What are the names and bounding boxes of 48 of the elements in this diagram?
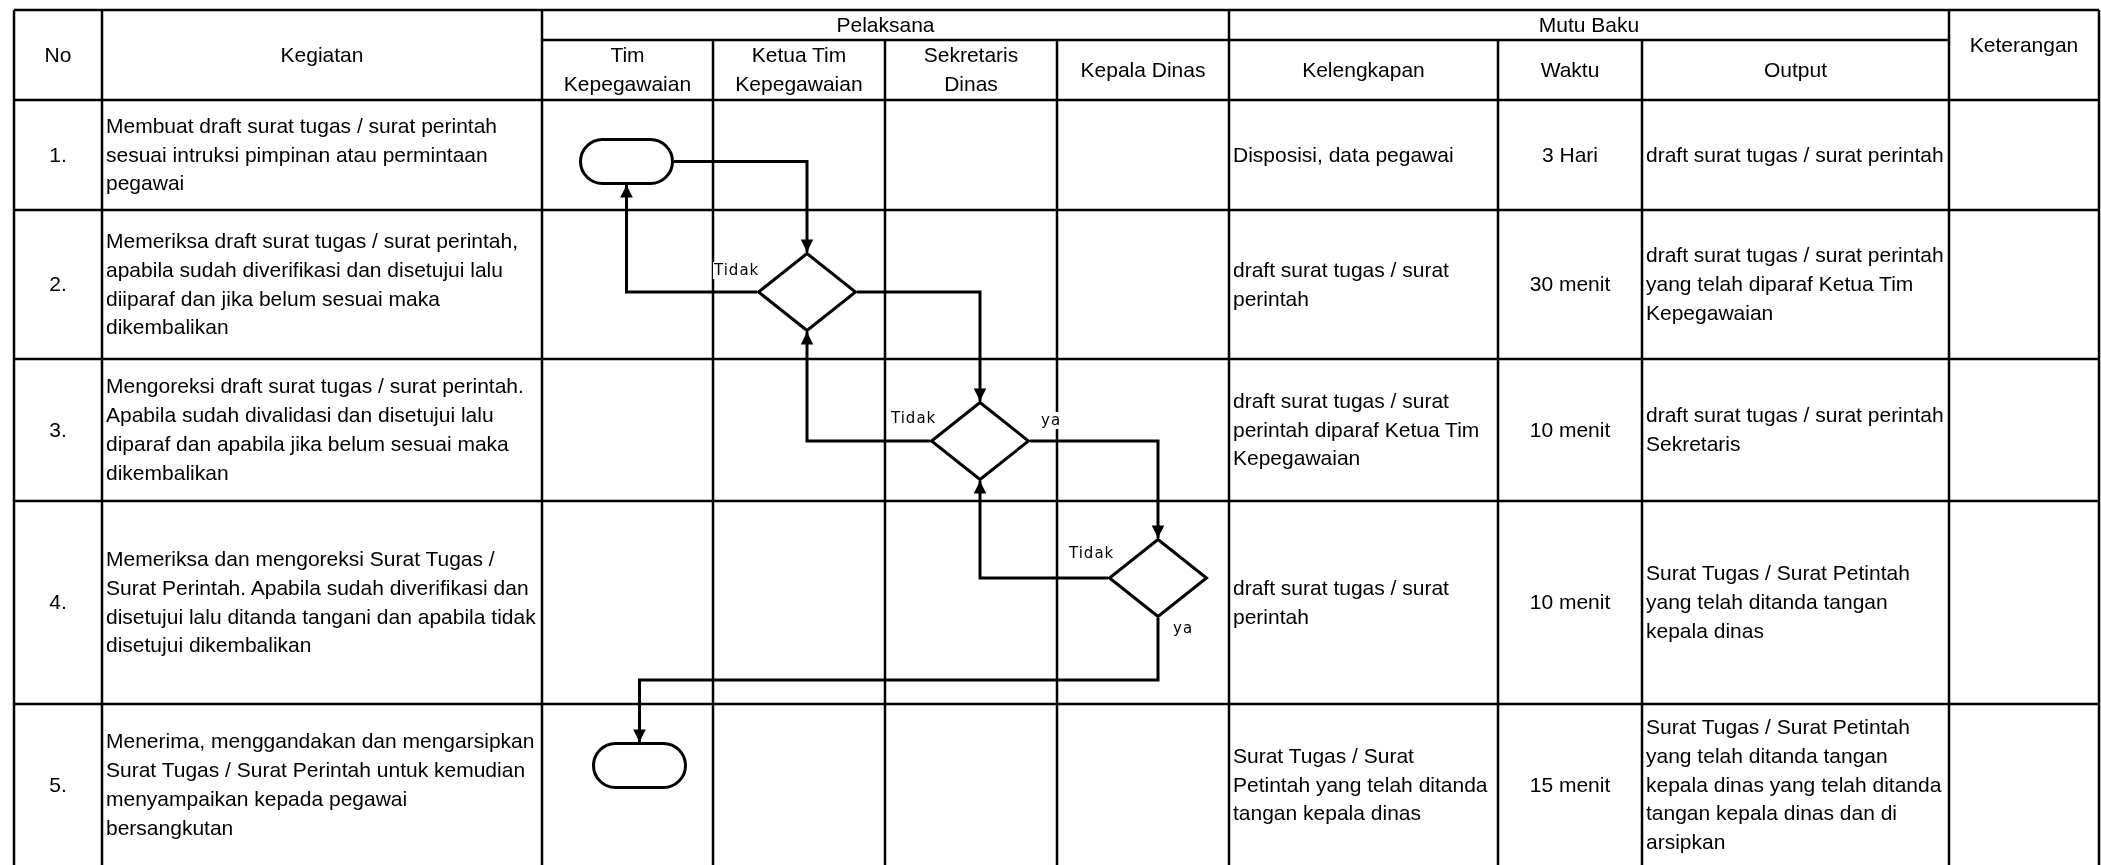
column-header: Keterangan bbox=[1969, 31, 2079, 58]
column-header: No bbox=[44, 41, 72, 68]
row-number: 2. bbox=[49, 271, 67, 298]
terminator-shape bbox=[592, 742, 687, 789]
edge-label: Tidak bbox=[713, 262, 761, 279]
group-header: Pelaksana bbox=[836, 11, 935, 38]
arrow bbox=[674, 160, 814, 252]
activity-text: Menerima, menggandakan dan mengarsipkan Surat Tugas / Surat Perintah untuk kemudian menyampaikan kepada pegawai bersangkutan bbox=[106, 728, 536, 841]
requirement-text: Surat Tugas / Surat Petintah yang telah ditanda tangan kepala dinas bbox=[1233, 742, 1489, 827]
arrow bbox=[973, 481, 1108, 580]
requirement-text: Disposisi, data pegawai bbox=[1233, 141, 1454, 168]
duration-text: 10 menit bbox=[1529, 589, 1611, 616]
output-text: draft surat tugas / surat perintah bbox=[1646, 141, 1944, 168]
output-text: draft surat tugas / surat perintah yang telah diparaf Ketua Tim Kepegawaian bbox=[1646, 242, 1945, 326]
arrow bbox=[1030, 439, 1165, 538]
terminator-shape bbox=[579, 138, 674, 185]
requirement-text: draft surat tugas / surat perintah bbox=[1233, 574, 1450, 630]
activity-text: Membuat draft surat tugas / surat perintah sesuai intruksi pimpinan atau permintaan pegawai bbox=[106, 112, 499, 197]
activity-text: Mengoreksi draft surat tugas / surat perintah. Apabila sudah divalidasi dan disetujui lalu diparaf dan apabila jika belum sesuai maka dikembalikan bbox=[106, 373, 525, 486]
activity-text: Memeriksa draft surat tugas / surat perintah, apabila sudah diverifikasi dan disetujui lalu diiparaf dan jika belum sesuai maka dikembalikan bbox=[106, 227, 519, 341]
duration-text: 15 menit bbox=[1529, 771, 1611, 798]
row-number: 3. bbox=[49, 416, 67, 443]
duration-text: 10 menit bbox=[1529, 416, 1611, 443]
requirement-text: draft surat tugas / surat perintah bbox=[1233, 256, 1450, 312]
activity-text: Memeriksa dan mengoreksi Surat Tugas / Surat Perintah. Apabila sudah diverifikasi dan disetujui lalu ditanda tangani dan apabila tidak disetujui dikembalikan bbox=[106, 545, 537, 659]
column-header: Output bbox=[1763, 56, 1827, 83]
arrow bbox=[633, 618, 1160, 742]
column-header: Kegiatan bbox=[280, 41, 364, 68]
duration-text: 3 Hari bbox=[1542, 141, 1598, 168]
lane-header: Sekretaris Dinas bbox=[922, 42, 1020, 97]
lane-header: Kepala Dinas bbox=[1080, 56, 1206, 83]
output-text: Surat Tugas / Surat Petintah yang telah ditanda tangan kepala dinas yang telah ditanda tangan kepala dinas dan di arsipkan bbox=[1646, 714, 1943, 856]
lane-header: Tim Kepegawaian bbox=[562, 42, 693, 97]
group-header: Mutu Baku bbox=[1538, 11, 1640, 38]
decision-diamond bbox=[757, 252, 857, 332]
row-number: 5. bbox=[49, 771, 67, 798]
row-number: 4. bbox=[49, 589, 67, 616]
column-header: Waktu bbox=[1540, 56, 1600, 83]
arrow bbox=[620, 185, 757, 294]
output-text: draft surat tugas / surat perintah Sekretaris bbox=[1646, 402, 1945, 457]
row-number: 1. bbox=[49, 141, 67, 168]
column-header: Kelengkapan bbox=[1302, 56, 1425, 83]
duration-text: 30 menit bbox=[1529, 271, 1611, 298]
requirement-text: draft surat tugas / surat perintah diparaf Ketua Tim Kepegawaian bbox=[1233, 387, 1481, 472]
arrow bbox=[857, 290, 987, 401]
output-text: Surat Tugas / Surat Petintah yang telah ditanda tangan kepala dinas bbox=[1646, 560, 1911, 644]
lane-header: Ketua Tim Kepegawaian bbox=[734, 42, 864, 97]
arrow bbox=[800, 332, 930, 443]
